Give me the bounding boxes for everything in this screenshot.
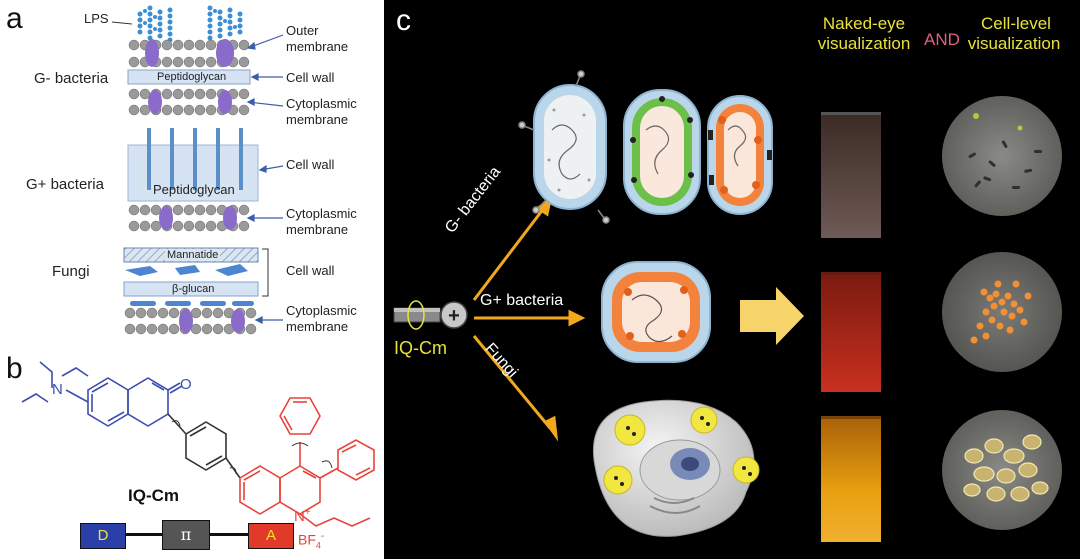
panel-a-letter: a — [6, 2, 23, 35]
carbonyl-o-atom: O — [180, 376, 192, 393]
isoquinolinium-acceptor — [239, 397, 375, 527]
dish-gpos — [942, 252, 1062, 372]
compound-name: IQ-Cm — [128, 486, 179, 505]
naked-eye-title-1: Naked-eye — [822, 14, 906, 33]
vial-fungi — [821, 416, 881, 542]
counterion-main: BF — [298, 531, 316, 548]
lps-label: LPS — [84, 11, 109, 26]
gneg-cyto-label-2: membrane — [286, 112, 349, 127]
fungi-cyto-label-1: Cytoplasmic — [286, 303, 357, 318]
cell-level-title-1: Cell-level — [981, 14, 1051, 33]
fungi-betaglucan — [123, 281, 259, 297]
dish-gneg — [942, 96, 1062, 216]
gpos-label: G+ bacteria — [26, 176, 104, 193]
gpos-cell-wall-label: Cell wall — [286, 157, 335, 172]
naked-eye-title-2: visualization — [817, 34, 911, 53]
betaglucan-label: β-glucan — [172, 283, 215, 295]
probe-charge: + — [448, 305, 460, 327]
outer-membrane-label-2: membrane — [286, 39, 349, 54]
coumarin-donor — [21, 361, 183, 427]
fungi-cytoplasmic-membrane — [124, 307, 257, 335]
counterion-superscript: - — [320, 531, 325, 542]
panel-c-illustration: + — [393, 70, 1062, 542]
branch-arrows — [472, 196, 586, 442]
gpos-peptidoglycan-label: Peptidoglycan — [153, 182, 235, 197]
dish-fungi — [942, 410, 1062, 530]
panel-b-letter: b — [6, 352, 23, 385]
acceptor-n-charge: + — [304, 507, 311, 518]
arrow-label-gpos: G+ bacteria — [480, 292, 564, 309]
iq-cm-probe: + — [393, 300, 468, 330]
big-yellow-arrow — [740, 287, 804, 345]
bridge-box: π — [162, 520, 210, 550]
cell-level-title-2: visualization — [967, 34, 1061, 53]
gneg-label: G- bacteria — [34, 70, 109, 87]
gneg-peptidoglycan — [127, 69, 251, 85]
fungi-flakes — [125, 264, 248, 276]
acceptor-n-atom: N+ — [294, 507, 311, 525]
gneg-outer-membrane — [128, 39, 250, 68]
counterion-label: BF4- — [298, 531, 324, 550]
fungi-cyto-label-2: membrane — [286, 319, 349, 334]
gneg-cell-wall-label: Cell wall — [286, 70, 335, 85]
gpos-cytoplasmic-membrane — [128, 204, 250, 232]
phenyl-bridge — [167, 413, 241, 479]
panel-c: c Naked-eye visualization AND Cell-level… — [384, 0, 1080, 559]
gneg-bacterium-1 — [518, 70, 610, 224]
counterion-subscript: 4 — [315, 540, 321, 551]
iq-cm-structure — [21, 361, 375, 527]
gpos-cyto-label-1: Cytoplasmic — [286, 206, 357, 221]
gpos-cyto-label-2: membrane — [286, 222, 349, 237]
gneg-bacterium-3 — [707, 95, 773, 215]
gneg-cyto-label-1: Cytoplasmic — [286, 96, 357, 111]
gneg-peptidoglycan-label: Peptidoglycan — [157, 71, 227, 83]
gpos-teichoic-acids — [147, 128, 243, 190]
and-label: AND — [924, 30, 960, 49]
fungi-cell-wall-label: Cell wall — [286, 263, 335, 278]
panel-c-letter: c — [396, 4, 411, 37]
donor-box: D — [80, 523, 126, 549]
fungi-rods — [130, 301, 254, 306]
acceptor-n-symbol: N — [294, 508, 305, 525]
gneg-cytoplasmic-membrane — [128, 88, 250, 116]
fungus-cell — [592, 399, 760, 537]
lps-chains — [137, 5, 243, 43]
fungi-label: Fungi — [52, 263, 90, 280]
vial-gneg — [821, 112, 881, 238]
gpos-bacterium — [601, 261, 711, 363]
gneg-bacterium-2 — [623, 89, 701, 215]
probe-label: IQ-Cm — [394, 338, 447, 358]
acceptor-box: A — [248, 523, 294, 549]
mannatide-label: Mannatide — [165, 249, 221, 261]
d-pi-a-schematic: D π A — [80, 520, 300, 550]
donor-n-atom: N — [52, 381, 63, 398]
panel-a-membrane-diagram — [111, 5, 284, 335]
outer-membrane-label-1: Outer — [286, 23, 319, 38]
vial-gpos — [821, 272, 881, 392]
